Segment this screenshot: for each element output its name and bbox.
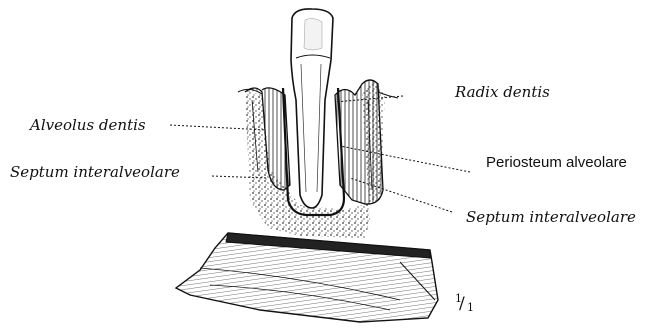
right-alveolus — [335, 80, 383, 204]
mandible-body — [176, 233, 438, 322]
label-periosteum-alveolare: Periosteum alveolare — [486, 154, 627, 172]
label-septum-interalveolare-right: Septum interalveolare — [466, 208, 636, 226]
scale-marker: 1 / 1 — [455, 292, 479, 318]
label-septum-interalveolare-left: Septum interalveolare — [10, 163, 180, 181]
scale-slash: / — [459, 294, 465, 314]
tooth — [291, 9, 333, 208]
label-alveolus-dentis: Alveolus dentis — [30, 116, 146, 134]
scale-denominator: 1 — [467, 301, 474, 314]
label-radix-dentis: Radix dentis — [455, 83, 550, 101]
